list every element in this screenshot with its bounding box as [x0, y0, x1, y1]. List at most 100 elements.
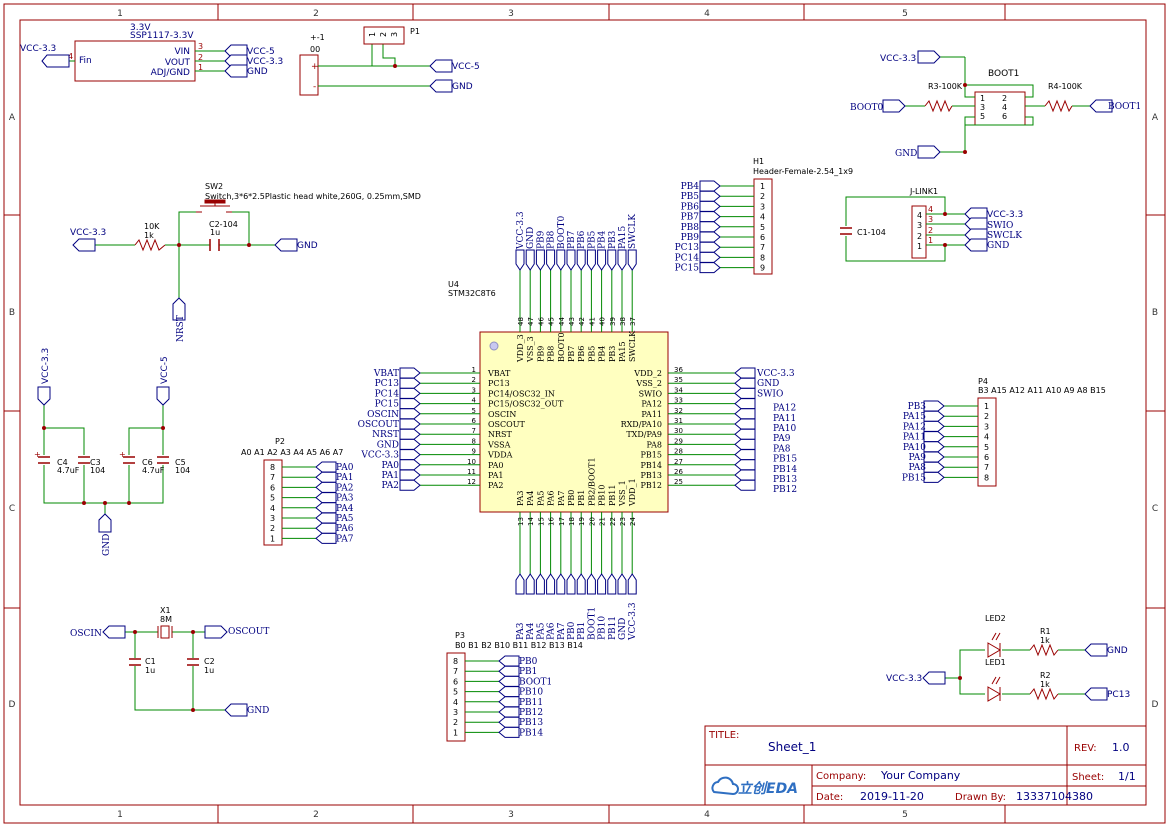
net-label: PB12 [773, 485, 797, 495]
mcu-pin-name: PB12 [641, 481, 662, 490]
net-label: PB8 [547, 230, 557, 249]
net-flag-icon [399, 377, 421, 389]
jlink-pin-num: 4 [928, 205, 933, 214]
net-flag-icon [498, 706, 520, 718]
jlink-pin: 4 [917, 211, 922, 220]
c2-value: 1u [210, 228, 220, 237]
junction-dot [133, 630, 137, 634]
net-label: PA3 [336, 494, 354, 504]
net-label: PB0 [519, 657, 538, 667]
net-flag-icon [315, 502, 337, 514]
row-label-b: B [9, 308, 15, 318]
mcu-pin-name: VSS_3 [526, 336, 535, 363]
junction-dot [963, 83, 967, 87]
mcu-pin-name: PA6 [547, 490, 556, 506]
mcu-pin-num: 24 [629, 517, 637, 526]
c6-value: 4.7uF [142, 466, 165, 475]
p1-body [363, 26, 405, 45]
mcu-pin-name: PA12 [641, 400, 662, 409]
mcu-pin-name: PB3 [608, 346, 617, 362]
logo-text: 立创EDA [738, 780, 798, 797]
net-label: GND [452, 82, 473, 92]
junction-dot [127, 501, 131, 505]
boot-block: BOOT1 1 2 3 4 5 6 R3-100K R4-100K VCC [850, 50, 1141, 159]
net-label: VCC-3.3 [247, 57, 283, 67]
r2-ref: R2 [1040, 671, 1051, 680]
net-label: PA7 [557, 622, 567, 640]
net-label: GND [618, 618, 628, 640]
regulator-body [74, 40, 196, 82]
net-label: BOOT1 [519, 677, 552, 687]
boot-pin: 1 [980, 94, 985, 103]
mcu-pin-num: 37 [629, 317, 637, 326]
net-flag-icon [525, 249, 535, 271]
c4-ref: C4 [57, 458, 68, 467]
boot-switch-body [974, 91, 1026, 126]
sw2-ref: SW2 [205, 182, 223, 191]
mcu-pin-name: PB15 [641, 451, 662, 460]
net-flag-icon [922, 671, 946, 685]
mcu-pin-num: 23 [619, 517, 627, 526]
junction-dot [943, 212, 947, 216]
net-label: BOOT0 [557, 215, 567, 249]
net-label: PA11 [773, 414, 796, 424]
col-label-4: 4 [704, 9, 710, 19]
net-flag-icon [399, 387, 421, 399]
net-flag-icon [546, 573, 556, 595]
capacitor-icon [38, 456, 169, 464]
jlink-cap: C1-104 [857, 228, 886, 237]
mcu-pin-name: RXD/PA10 [621, 420, 662, 429]
resistor-icon [134, 238, 166, 252]
mcu-pin-name: VDDA [487, 451, 513, 460]
junction-dot [958, 676, 962, 680]
company-label: Company: [816, 771, 866, 782]
h1-pin-num: 9 [760, 264, 765, 273]
net-flag-icon [72, 238, 96, 252]
c1-ref: C1 [145, 657, 156, 666]
p1-pin-1: 1 [368, 32, 377, 37]
regulator-pin-num-2: 2 [198, 53, 203, 62]
net-label: PA11 [903, 433, 926, 443]
net-flag-icon [917, 145, 941, 159]
jlink-pin-num: 3 [928, 215, 933, 224]
net-label: PA9 [909, 453, 927, 463]
net-flag-icon [315, 461, 337, 473]
mcu-pin-num: 33 [674, 397, 683, 405]
mcu-pin-name: BOOT0 [557, 332, 566, 362]
net-flag-icon [399, 479, 421, 491]
net-flag-icon [734, 387, 756, 399]
net-label: BOOT0 [850, 103, 884, 113]
sheet-frame [3, 3, 1166, 824]
connector-p1: P1 1 2 3 [363, 26, 420, 45]
r4-label: R4-100K [1048, 82, 1083, 91]
p3-pin-num: 3 [453, 708, 458, 717]
h1-pin-num: 5 [760, 223, 765, 232]
net-label: GND [1107, 646, 1128, 656]
date-label: Date: [816, 792, 843, 803]
p2-pin-num: 6 [270, 483, 275, 492]
net-label: PB15 [902, 473, 926, 483]
net-label: PB3 [608, 230, 618, 249]
net-flag-icon [923, 471, 945, 483]
date-value: 2019-11-20 [860, 790, 924, 803]
mcu-pin-name: VSS_2 [635, 379, 662, 388]
net-label: PC14 [375, 389, 400, 399]
net-label: PA10 [773, 424, 796, 434]
junction-dot [82, 501, 86, 505]
p2-pin-num: 8 [270, 463, 275, 472]
col-label-1: 1 [117, 9, 123, 19]
boot-pin: 5 [980, 112, 985, 121]
p4-ref: P4 [978, 377, 988, 386]
net-flag-icon [734, 398, 756, 410]
net-flag-icon [429, 79, 453, 93]
mcu-pin-num: 15 [537, 517, 545, 526]
p3-pin-num: 4 [453, 698, 458, 707]
mcu-pin-num: 27 [674, 458, 683, 466]
mcu-pin-num: 25 [674, 478, 683, 486]
net-flag-icon [566, 573, 576, 595]
mcu-pin-num: 7 [472, 427, 476, 435]
net-flag-icon [734, 418, 756, 430]
regulator-voltage: 3.3V [130, 23, 151, 33]
mcu-pin-num: 34 [674, 386, 683, 394]
mcu-pin-name: PB6 [577, 346, 586, 362]
